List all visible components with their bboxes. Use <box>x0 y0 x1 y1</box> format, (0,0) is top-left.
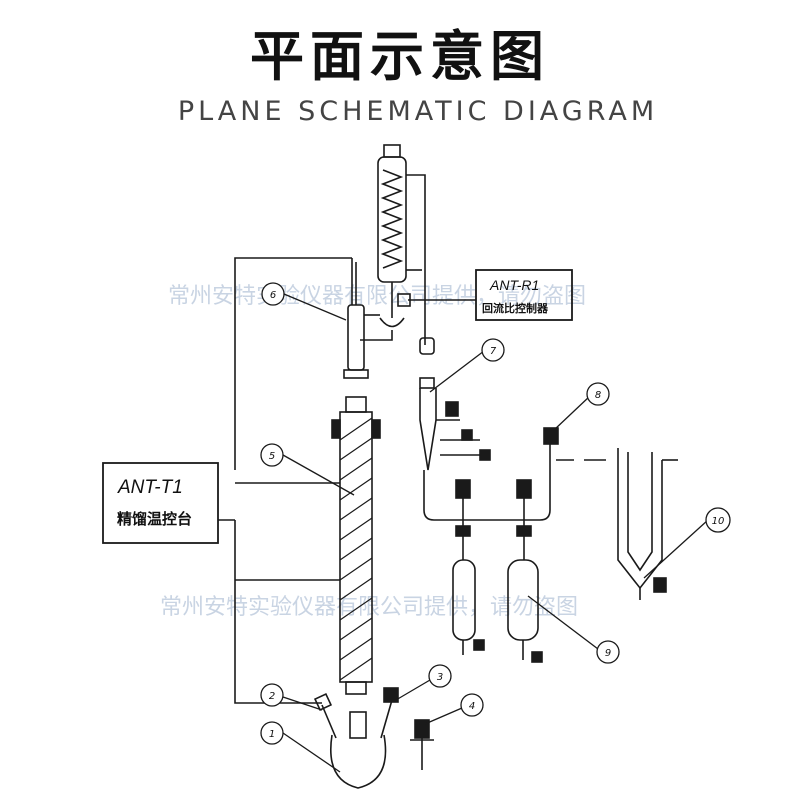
receiver-assembly <box>419 377 574 663</box>
callout-7-label: 7 <box>490 346 497 357</box>
controller-r1-box: ANT-R1 回流比控制器 <box>397 269 573 321</box>
callout-8-label: 8 <box>595 390 601 401</box>
callout-4 <box>460 693 484 717</box>
callout-10 <box>705 507 731 533</box>
controller-r1-model: ANT-R1 <box>489 277 539 293</box>
page-subtitle: PLANE SCHEMATIC DIAGRAM <box>177 96 659 127</box>
callout-7 <box>481 338 505 362</box>
reflux-condenser <box>360 144 435 355</box>
thermometer <box>410 719 434 770</box>
callout-2 <box>260 683 284 707</box>
callout-9-label: 9 <box>605 648 611 659</box>
packed-column <box>331 396 381 695</box>
callout-6 <box>261 282 285 306</box>
controller-r1-name: 回流比控制器 <box>482 301 549 315</box>
watermark-top: 常州安特实验仪器有限公司提供，请勿盗图 <box>168 284 586 309</box>
callout-3 <box>428 664 452 688</box>
callout-10-label: 10 <box>712 516 725 527</box>
callout-6-label: 6 <box>270 290 276 301</box>
callout-8 <box>586 382 610 406</box>
controller-wiring <box>218 257 352 704</box>
callout-3-label: 3 <box>437 672 443 683</box>
callout-5 <box>260 443 284 467</box>
page-title: 平面示意图 <box>250 25 550 88</box>
watermark-bottom: 常州安特实验仪器有限公司提供，请勿盗图 <box>160 595 578 620</box>
callout-1 <box>260 721 284 745</box>
callout-numbers: 1 2 3 4 5 6 7 8 9 10 <box>269 290 725 740</box>
callout-1-label: 1 <box>269 729 275 740</box>
controller-t1-box: ANT-T1 精馏温控台 <box>102 462 219 544</box>
boiling-flask <box>313 687 399 789</box>
controller-t1-name: 精馏温控台 <box>117 510 192 528</box>
callout-4-label: 4 <box>469 701 475 712</box>
distillation-head <box>343 258 380 379</box>
callouts <box>260 282 731 773</box>
callout-2-label: 2 <box>269 691 275 702</box>
callout-9 <box>596 640 620 664</box>
callout-5-label: 5 <box>269 451 275 462</box>
controller-t1-model: ANT-T1 <box>117 477 183 498</box>
cold-trap <box>584 448 678 600</box>
